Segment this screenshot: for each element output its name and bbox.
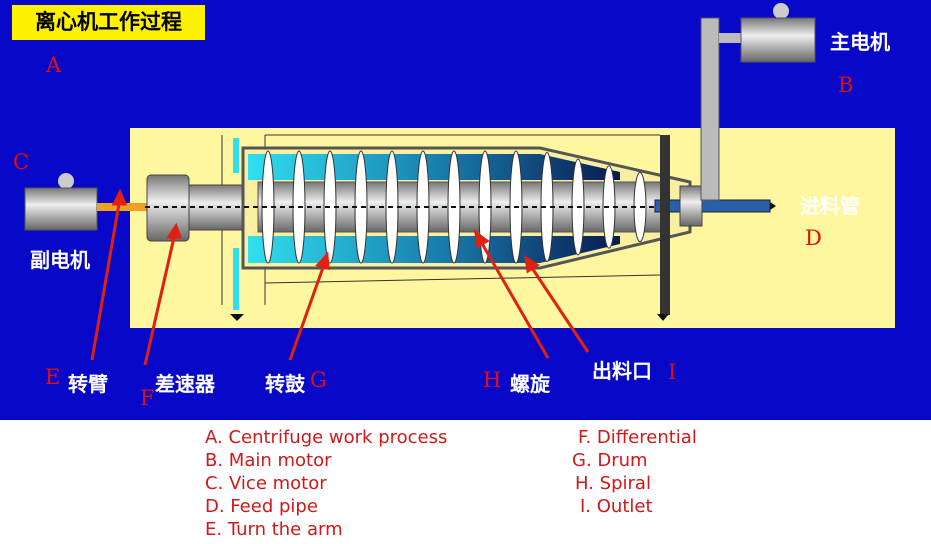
main-motor-knob [773,3,789,19]
left-discharge-arrow [230,314,244,321]
letter-a: A [46,53,62,77]
letter-b: B [838,73,854,97]
letter-g: G [310,368,327,392]
legend-item: F. Differential [578,427,697,448]
label-turn-arm: 转臂 [68,372,108,396]
legend-item: C. Vice motor [205,473,327,494]
legend-item: B. Main motor [205,450,332,471]
centrifuge-illustration [24,3,895,366]
letter-i: I [668,360,677,384]
label-main-motor: 主电机 [830,30,890,54]
page-title: 离心机工作过程 [12,5,205,40]
legend-item: G. Drum [572,450,648,471]
label-outlet: 出料口 [592,359,652,383]
main-motor [740,17,816,63]
letter-f: F [140,386,155,410]
diagram-area: (function(){ var g=document.getElementBy… [0,0,931,420]
vice-motor-knob [58,173,74,189]
label-spiral: 螺旋 [510,372,550,396]
letter-e: E [45,365,61,389]
label-drum: 转鼓 [265,372,305,396]
label-feed-pipe: 进料管 [800,194,860,218]
label-vice-motor: 副电机 [30,248,90,272]
legend-item: H. Spiral [575,473,651,494]
vice-motor [24,187,98,231]
legend-item: A. Centrifuge work process [205,427,448,448]
drive-belt [700,17,720,201]
label-differential: 差速器 [155,372,215,396]
legend-item: I. Outlet [580,496,653,517]
feed-pipe [654,199,771,213]
legend-item: D. Feed pipe [205,496,318,517]
legend-item: E. Turn the arm [205,519,343,540]
letter-h: H [483,368,502,392]
turn-arm-shaft [97,203,150,211]
letter-d: D [805,226,822,250]
right-discharge-arrow [657,314,669,321]
letter-c: C [13,150,30,174]
pointer-arrows [90,188,590,366]
